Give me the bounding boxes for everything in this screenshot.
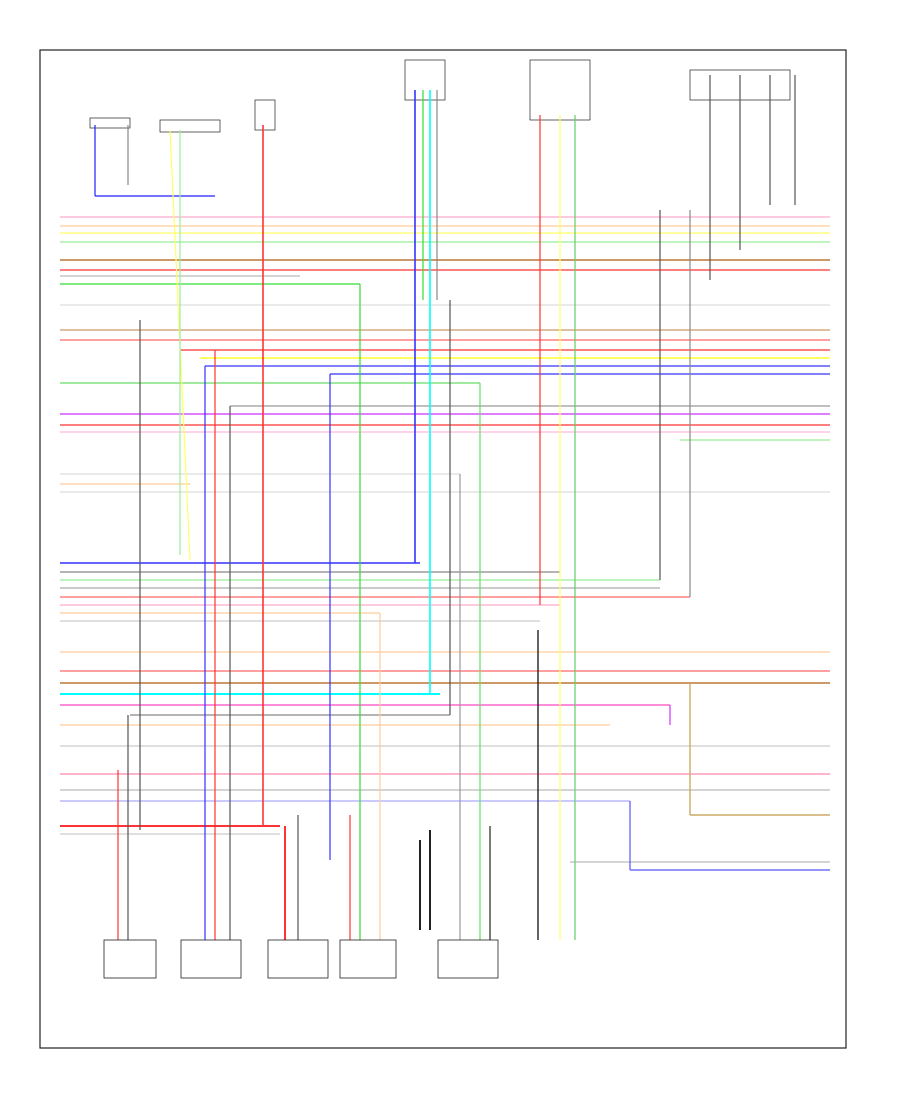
connector-top-mid-2 xyxy=(404,59,446,101)
diagram-frame xyxy=(39,49,847,1049)
sensor-box-3 xyxy=(267,939,329,979)
sensor-box-2 xyxy=(180,939,242,979)
sensor-box-1 xyxy=(103,939,157,979)
bottom-components xyxy=(103,939,499,979)
connector-top-left-2 xyxy=(159,119,221,133)
connector-top-mid-1 xyxy=(254,99,276,131)
sensor-box-4 xyxy=(339,939,397,979)
connector-top-left-1 xyxy=(89,117,131,129)
vertical-wires xyxy=(94,75,796,940)
top-components xyxy=(89,59,791,133)
sensor-box-5 xyxy=(437,939,499,979)
connector-top-right-1 xyxy=(529,59,591,121)
horizontal-wires xyxy=(60,195,830,871)
